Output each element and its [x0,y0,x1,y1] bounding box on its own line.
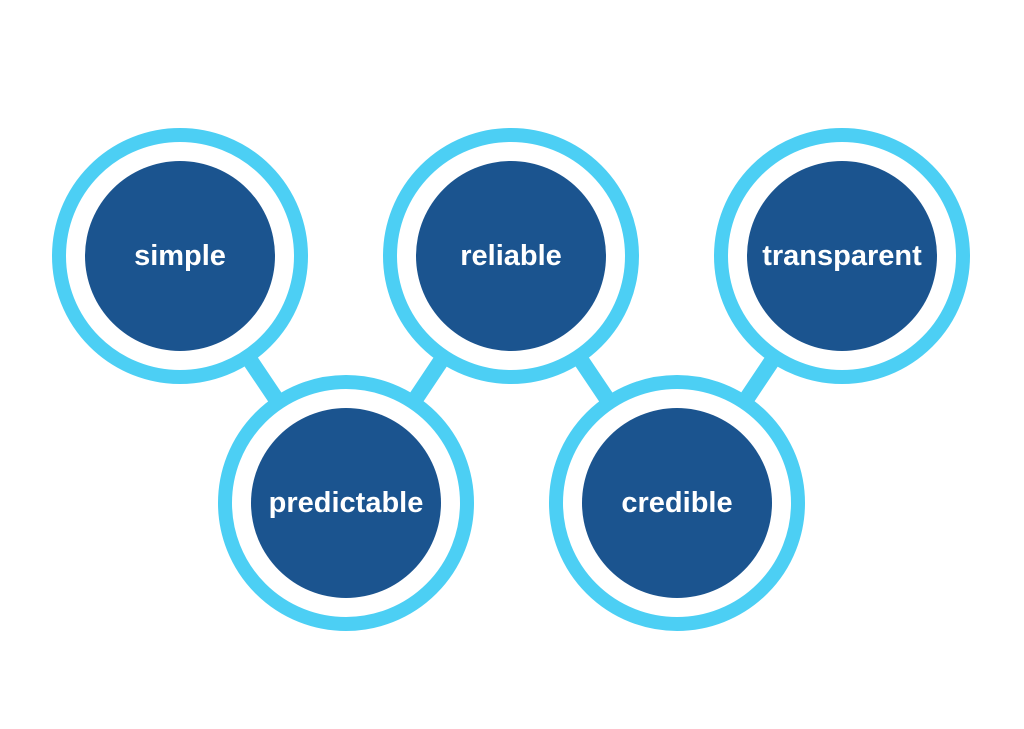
node-label-predictable: predictable [269,487,424,519]
node-label-simple: simple [134,240,226,272]
node-label-reliable: reliable [460,240,562,272]
node-predictable: predictable [218,375,474,631]
node-label-transparent: transparent [762,240,922,272]
nodes: simple reliable transparent predictable cred… [52,128,970,631]
node-disc [416,161,606,351]
node-disc [85,161,275,351]
node-label-credible: credible [621,487,732,519]
node-reliable: reliable [383,128,639,384]
node-disc [747,161,937,351]
node-transparent: transparent [714,128,970,384]
node-disc [582,408,772,598]
node-disc [251,408,441,598]
node-simple: simple [52,128,308,384]
node-credible: credible [549,375,805,631]
